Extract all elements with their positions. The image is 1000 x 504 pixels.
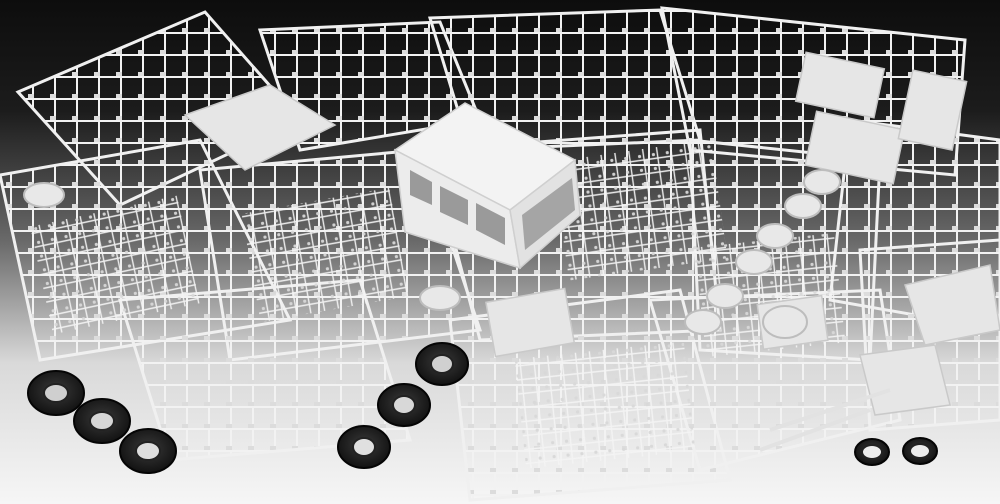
headlight-part [23, 182, 65, 208]
cab-window-1 [410, 170, 432, 205]
rim-3 [756, 223, 794, 249]
roof-panel [183, 84, 337, 171]
tire-2 [73, 398, 131, 444]
frame-rails [759, 388, 891, 452]
cab-window-3 [476, 203, 505, 245]
small-ring-2 [902, 437, 938, 465]
rim-2 [784, 193, 822, 219]
cylinder-part [762, 305, 808, 339]
wheel-rims [23, 169, 841, 339]
tire-1 [27, 370, 85, 416]
rim-4 [735, 249, 773, 275]
rail-1 [769, 388, 891, 432]
truck-cab [393, 102, 581, 270]
box-part-right-2 [897, 69, 968, 151]
rubber-tires [27, 342, 938, 474]
tire-5 [377, 383, 431, 427]
rail-2 [759, 408, 871, 452]
tire-3 [119, 428, 177, 474]
tank-part [419, 285, 461, 311]
rim-6 [684, 309, 722, 335]
rim-1 [803, 169, 841, 195]
box-part-right [804, 110, 906, 185]
side-panel-right [904, 264, 1000, 346]
small-parts [30, 139, 846, 469]
tire-6 [337, 425, 391, 469]
small-ring-1 [854, 438, 890, 466]
cab-windshield [522, 178, 575, 250]
tire-4 [415, 342, 469, 386]
box-part-top-right [794, 51, 886, 119]
box-part-center [485, 287, 576, 358]
cab-window-2 [440, 186, 468, 225]
rim-5 [706, 283, 744, 309]
step-panel [859, 344, 951, 416]
